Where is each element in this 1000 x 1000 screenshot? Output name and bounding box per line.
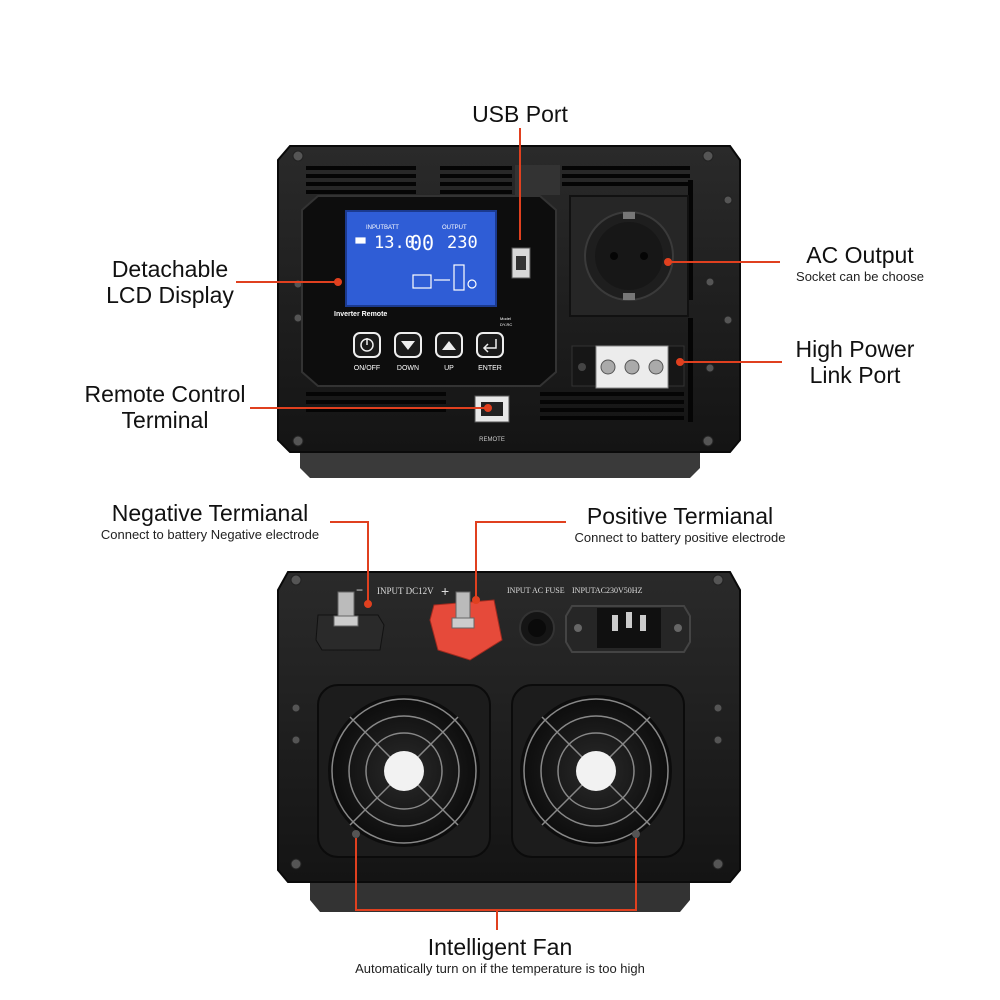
front-mount-bracket bbox=[300, 448, 700, 478]
front-unit: INPUTBATT OUTPUT 13.0 00 230 Inverter Re… bbox=[277, 145, 741, 478]
arrow-down-icon bbox=[401, 341, 415, 350]
callout-negative-terminal: Negative Termianal Connect to battery Ne… bbox=[60, 500, 360, 543]
lcd-mid-value: 00 bbox=[410, 231, 434, 255]
negative-terminal bbox=[315, 591, 385, 651]
ac-socket bbox=[569, 195, 689, 317]
lcd-input-value: 13.0 bbox=[374, 233, 415, 253]
fan-left bbox=[317, 684, 491, 858]
button-down[interactable]: DOWN bbox=[394, 332, 422, 372]
remote-port-label: REMOTE bbox=[479, 437, 505, 443]
callout-lcd-display: Detachable LCD Display bbox=[70, 256, 270, 309]
callout-high-power-link: High Power Link Port bbox=[770, 336, 940, 389]
fan-right bbox=[511, 684, 685, 858]
front-vents bbox=[306, 166, 693, 422]
button-enter[interactable]: ENTER bbox=[476, 332, 504, 372]
cable-bundle bbox=[515, 165, 560, 195]
intelligent-fan-title: Intelligent Fan bbox=[427, 934, 573, 960]
input-ac-label: INPUTAC230V50HZ bbox=[572, 586, 643, 595]
lcd-buttons: ON/OFF DOWN UP ENTER bbox=[353, 332, 504, 372]
plus-sign: + bbox=[441, 583, 449, 599]
callout-lines bbox=[236, 128, 782, 930]
button-enter-label: ENTER bbox=[478, 365, 502, 372]
lcd-status-icons bbox=[355, 237, 477, 291]
remote-model-label: Model bbox=[500, 316, 511, 321]
button-down-label: DOWN bbox=[397, 365, 419, 372]
input-dc-label: INPUT DC12V bbox=[377, 586, 434, 596]
button-up[interactable]: UP bbox=[435, 332, 463, 372]
button-on-off[interactable]: ON/OFF bbox=[353, 332, 381, 372]
line-positive bbox=[475, 521, 566, 600]
high-power-link-title: High Power Link Port bbox=[795, 336, 915, 389]
lcd-input-label: INPUTBATT bbox=[366, 225, 399, 231]
intelligent-fan-subtitle: Automatically turn on if the temperature… bbox=[355, 961, 645, 977]
lcd-output-value: 230 bbox=[447, 233, 478, 253]
arrow-up-icon bbox=[442, 341, 456, 350]
remote-control-title: Remote Control Terminal bbox=[84, 381, 246, 434]
positive-terminal bbox=[429, 591, 503, 661]
callout-intelligent-fan: Intelligent Fan Automatically turn on if… bbox=[300, 934, 700, 977]
positive-terminal-subtitle: Connect to battery positive electrode bbox=[574, 530, 786, 546]
negative-terminal-title: Negative Termianal bbox=[111, 500, 309, 526]
ac-output-subtitle: Socket can be choose bbox=[796, 269, 924, 285]
remote-brand: Inverter Remote bbox=[334, 311, 387, 318]
lcd-display-title: Detachable LCD Display bbox=[106, 256, 234, 309]
high-power-link-port bbox=[571, 345, 685, 389]
fan-label-left bbox=[384, 751, 424, 791]
lcd-remote-module: INPUTBATT OUTPUT 13.0 00 230 Inverter Re… bbox=[301, 195, 557, 387]
callout-remote-control: Remote Control Terminal bbox=[60, 381, 270, 434]
callout-ac-output: AC Output Socket can be choose bbox=[760, 242, 960, 285]
positive-terminal-title: Positive Termianal bbox=[586, 503, 774, 529]
input-ac-fuse-label: INPUT AC FUSE bbox=[507, 586, 565, 595]
fan-label-right bbox=[576, 751, 616, 791]
back-unit: − INPUT DC12V + INPUT AC FUSE INPUTAC230… bbox=[277, 571, 741, 912]
callout-usb-port: USB Port bbox=[440, 101, 600, 127]
button-up-label: UP bbox=[444, 365, 454, 372]
ac-input-socket bbox=[565, 605, 691, 653]
lcd-output-label: OUTPUT bbox=[442, 225, 467, 231]
back-mount-bracket bbox=[310, 880, 690, 912]
remote-model-code: DY-RC bbox=[500, 322, 512, 327]
ac-output-title: AC Output bbox=[806, 242, 914, 268]
lcd-screen bbox=[345, 210, 497, 307]
line-negative bbox=[330, 521, 369, 604]
ac-fuse bbox=[519, 610, 555, 646]
callout-positive-terminal: Positive Termianal Connect to battery po… bbox=[540, 503, 820, 546]
button-on-off-label: ON/OFF bbox=[354, 365, 380, 372]
minus-sign: − bbox=[356, 583, 363, 597]
usb-port-title: USB Port bbox=[472, 101, 568, 127]
enter-icon bbox=[482, 339, 497, 353]
negative-terminal-subtitle: Connect to battery Negative electrode bbox=[100, 527, 320, 543]
back-screws bbox=[290, 574, 724, 870]
